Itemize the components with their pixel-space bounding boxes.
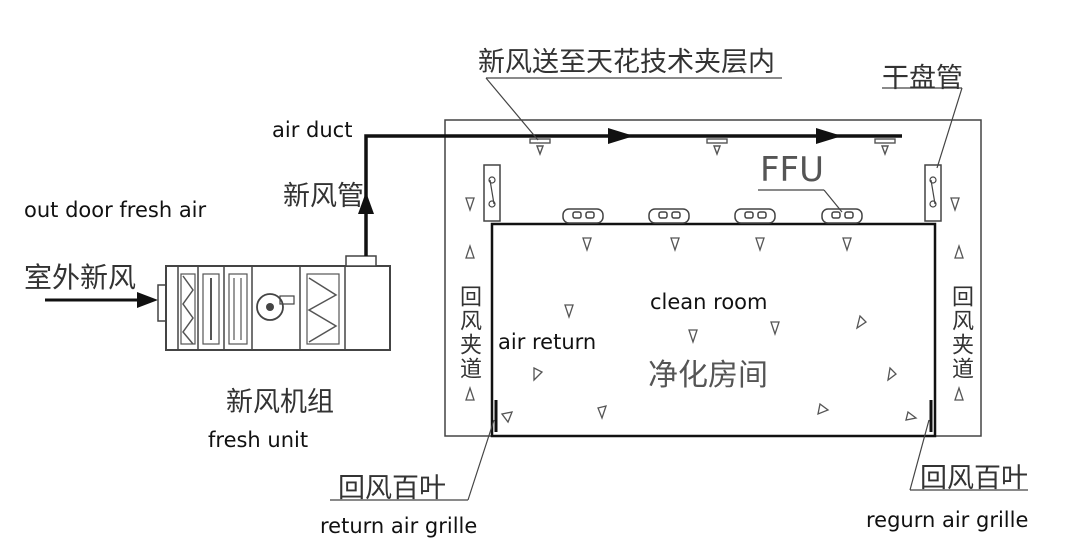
ffu-units	[562, 208, 863, 224]
fresh-unit-label-en: fresh unit	[208, 428, 309, 452]
duct-arrowhead-2	[816, 128, 842, 144]
fcu-label-zh: 干盘管	[882, 63, 963, 94]
top-supply-label-zh: 新风送至天花技术夹层内	[478, 47, 775, 78]
fcu-right	[924, 164, 942, 222]
fcu-leader	[936, 87, 963, 169]
duct-arrowhead-1	[608, 128, 634, 144]
fcu-left	[483, 164, 501, 222]
fresh-unit-label-zh: 新风机组	[226, 387, 334, 418]
airflow-arrows	[465, 197, 964, 424]
duct-arrowhead-vertical	[358, 192, 374, 214]
clean-room-box	[490, 222, 937, 438]
return-channel-left-label-zh: 回风夹道	[456, 285, 481, 381]
fresh-air-duct	[364, 134, 902, 256]
outdoor-label-en: out door fresh air	[24, 198, 207, 222]
ffu-label: FFU	[760, 150, 824, 190]
air-duct-label: air duct	[272, 118, 353, 142]
clean-room-label-zh: 净化房间	[648, 358, 768, 393]
grille-leader-left	[467, 419, 495, 501]
air-return-label-en: air return	[498, 330, 597, 354]
duct-diffusers	[529, 138, 896, 156]
return-grille-left-label-en: return air grille	[320, 514, 478, 538]
fresh-air-unit	[157, 255, 391, 351]
top-supply-leader	[485, 77, 539, 141]
clean-room-label-en: clean room	[650, 290, 768, 314]
return-channel-right-label-zh: 回风夹道	[948, 285, 973, 381]
fresh-air-pipe-label-zh: 新风管	[283, 181, 364, 212]
return-grille-right-label-zh: 回风百叶	[920, 463, 1028, 494]
grille-leader-right	[909, 419, 930, 491]
ffu-leader	[823, 189, 843, 213]
return-grille-right-label-en: regurn air grille	[866, 508, 1029, 532]
outdoor-air-arrowhead	[137, 292, 158, 308]
outdoor-label-zh: 室外新风	[24, 261, 137, 294]
return-grille-left-label-zh: 回风百叶	[338, 473, 446, 504]
